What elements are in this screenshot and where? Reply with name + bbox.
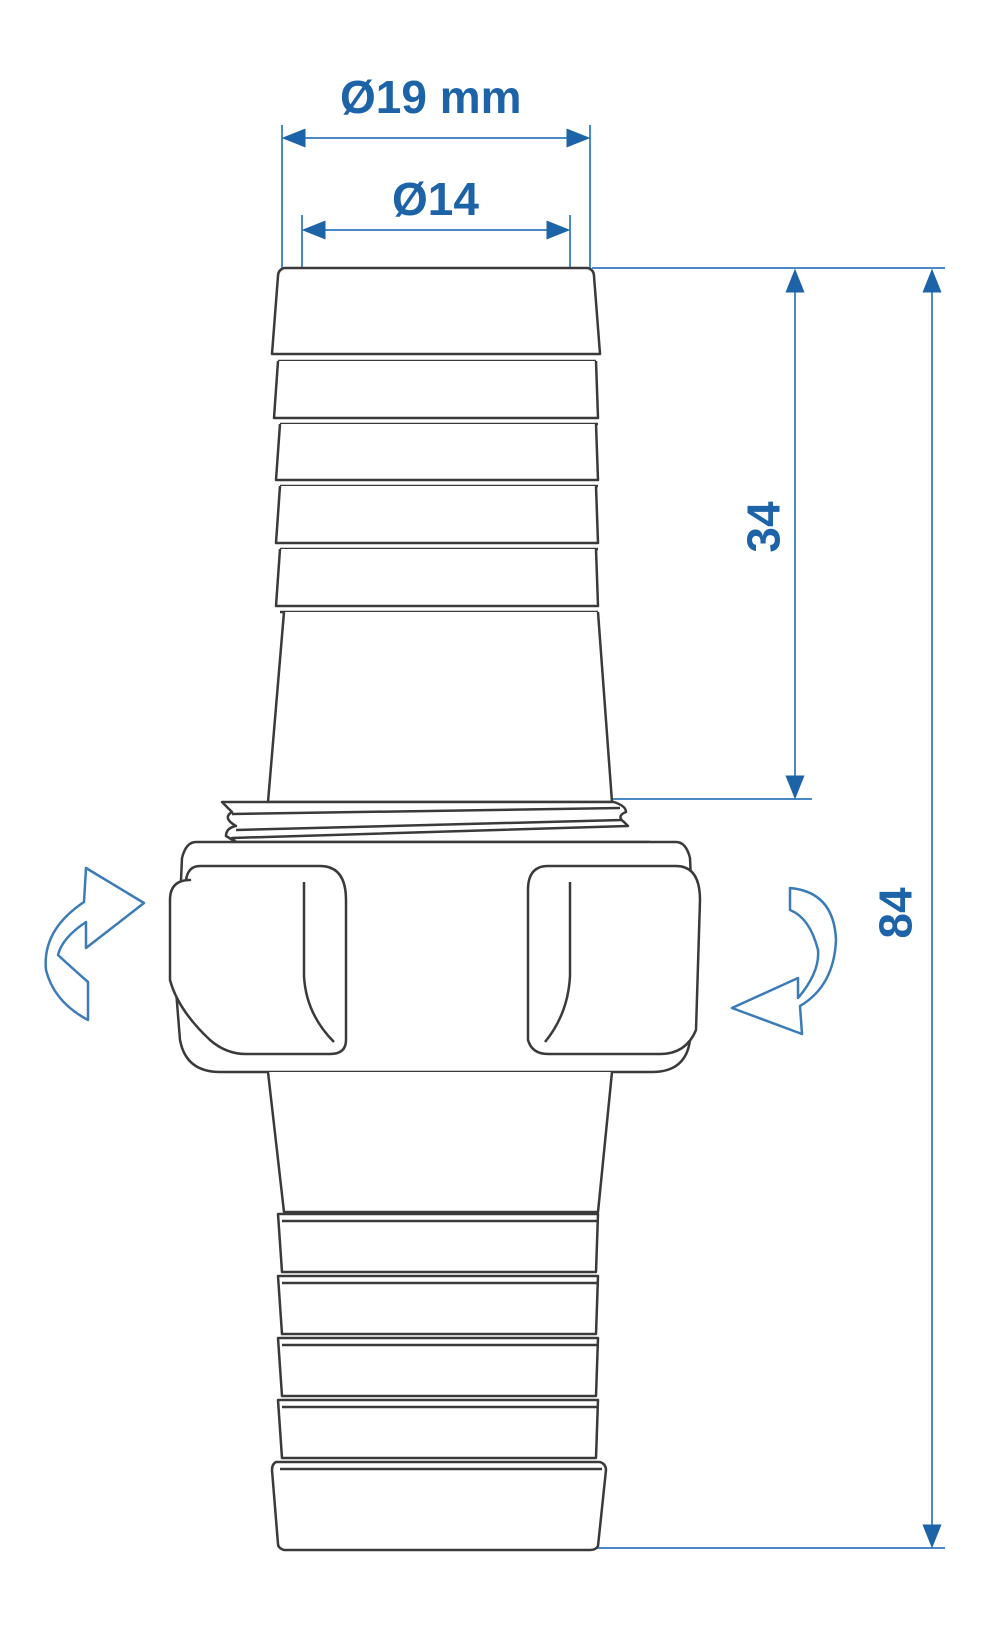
connector-body [168, 266, 702, 1552]
rotate-arrow-right-icon [730, 886, 838, 1036]
outer-diameter-label: Ø19 mm [340, 71, 522, 123]
rotate-arrow-left-icon [44, 866, 146, 1022]
barb-length-label: 34 [737, 501, 790, 553]
total-length-label: 84 [869, 887, 922, 939]
dimension-lines [281, 125, 945, 1549]
inner-diameter-label: Ø14 [392, 173, 479, 225]
